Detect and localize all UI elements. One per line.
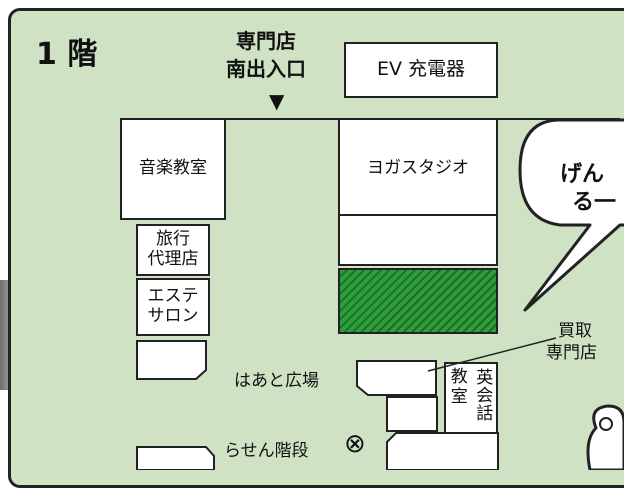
shop-music-school[interactable]: 音楽教室 [120, 118, 226, 220]
empty-unit-center-1 [356, 360, 437, 396]
empty-unit-bottom-right [386, 432, 499, 470]
empty-unit-center-2 [386, 396, 438, 432]
shop-travel-agency-line1: 旅行 [156, 229, 190, 250]
bubble-text-line1: げん [560, 162, 605, 187]
speech-bubble [518, 118, 624, 312]
ev-charger-box[interactable]: EV 充電器 [344, 42, 498, 98]
cropped-photo [0, 280, 10, 390]
entrance-arrow-icon: ▼ [269, 89, 285, 113]
empty-unit-left [136, 340, 207, 380]
shop-travel-agency-line2: 代理店 [147, 249, 199, 269]
shop-esthe-salon-line2: サロン [147, 306, 199, 326]
shop-english-school[interactable]: 教 室 英会話 [444, 362, 498, 434]
entrance-label-line1: 専門店 [236, 29, 296, 53]
shop-yoga-studio[interactable]: ヨガスタジオ [338, 118, 498, 220]
bubble-text-line2: る一 [572, 190, 617, 215]
buy-shop-label-line1: 買取 [558, 321, 592, 341]
english-school-char2: 室 [450, 386, 468, 407]
empty-unit-right [338, 214, 498, 266]
shop-esthe-salon[interactable]: エステ サロン [136, 278, 210, 336]
mascot-character [586, 404, 624, 470]
empty-unit-bottom-left [136, 446, 215, 470]
buy-shop-pointer-line [427, 337, 557, 372]
shop-travel-agency[interactable]: 旅行 代理店 [136, 224, 210, 276]
stairs-icon: ⊗ [344, 429, 366, 459]
entrance-label-line2: 南出入口 [226, 57, 306, 81]
english-school-char1: 教 [450, 367, 468, 387]
floor-area [8, 8, 624, 488]
floor-label: 1 階 [36, 37, 98, 72]
english-school-vertical: 英会話 [472, 368, 493, 422]
shop-esthe-salon-line1: エステ [147, 286, 199, 307]
highlighted-shop-area[interactable] [338, 268, 498, 334]
heart-plaza-label: はあと広場 [234, 371, 319, 391]
buy-shop-label-line2: 専門店 [546, 343, 597, 363]
spiral-stairs-label: らせん階段 [224, 441, 309, 461]
